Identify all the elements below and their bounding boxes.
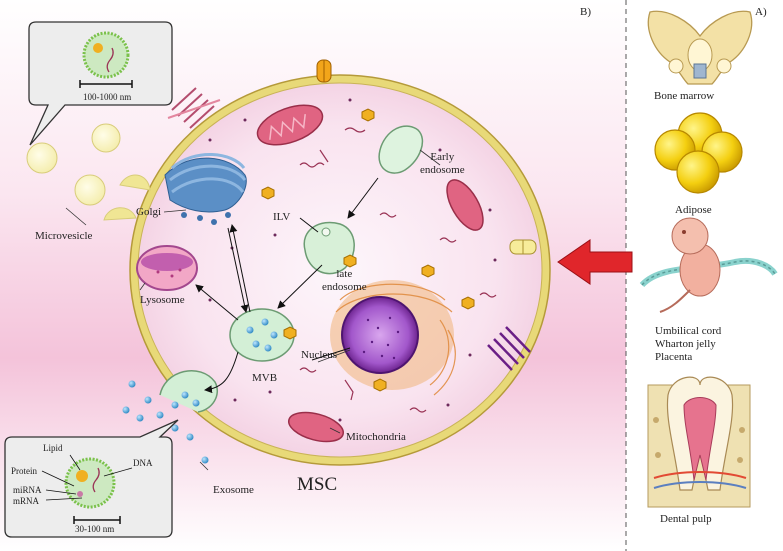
cytoplasm-dots bbox=[208, 98, 497, 422]
mitochondrion-top bbox=[256, 104, 324, 146]
microvesicle-scale-label: 100-1000 nm bbox=[83, 92, 132, 102]
exosome-mirna-label: miRNA bbox=[13, 485, 42, 495]
source-adipose-label: Adipose bbox=[675, 204, 712, 216]
source-dental-pulp-label: Dental pulp bbox=[660, 513, 712, 525]
umbilical-cord-icon bbox=[639, 217, 778, 313]
nucleus bbox=[330, 280, 456, 396]
exosome-label: Exosome bbox=[213, 484, 254, 496]
exocytosis-pocket bbox=[159, 369, 219, 413]
callout-microvesicle bbox=[28, 21, 173, 146]
exosome-scale-label: 30-100 nm bbox=[75, 524, 115, 534]
exosome-protein-label: Protein bbox=[11, 466, 37, 476]
callout-exosome bbox=[4, 419, 179, 538]
mitochondria-label: Mitochondria bbox=[346, 431, 406, 443]
bone-marrow-icon bbox=[647, 10, 753, 85]
exosome-lipid-label: Lipid bbox=[43, 443, 63, 453]
early-endosome bbox=[378, 125, 424, 174]
lysosome-label: Lysosome bbox=[140, 294, 185, 306]
microvesicle-label: Microvesicle bbox=[35, 230, 93, 242]
adipose-icon bbox=[654, 112, 743, 194]
lysosome bbox=[136, 245, 198, 291]
leader-lines bbox=[65, 149, 441, 471]
source-arrow bbox=[557, 239, 633, 285]
early-endosome-label: Early endosome bbox=[420, 151, 465, 176]
exosome-mrna-label: mRNA bbox=[13, 496, 40, 506]
mvb-label: MVB bbox=[252, 372, 278, 384]
dental-pulp-icon bbox=[647, 376, 751, 508]
cytoplasm-particles bbox=[261, 108, 475, 392]
source-bone-marrow-label: Bone marrow bbox=[654, 90, 715, 102]
receptor-right bbox=[487, 326, 531, 371]
panel-label-a: A) bbox=[755, 6, 767, 18]
channel-right bbox=[509, 239, 537, 255]
ilv-label: ILV bbox=[273, 211, 291, 223]
source-umbilical-label-1: Umbilical cord bbox=[655, 325, 722, 337]
channel-top bbox=[316, 59, 332, 83]
rna-strands bbox=[299, 127, 497, 413]
golgi-label: Golgi bbox=[136, 206, 162, 218]
released-exosomes bbox=[122, 380, 209, 464]
nucleus-label: Nucleus bbox=[301, 349, 338, 361]
source-umbilical-label-2: Wharton jelly bbox=[655, 338, 716, 350]
ilv-vesicle bbox=[321, 227, 331, 237]
cell-title: MSC bbox=[297, 474, 338, 495]
late-endosome-label: late endosome bbox=[322, 268, 367, 293]
panel-label-b: B) bbox=[580, 6, 591, 18]
receptor-top-left bbox=[167, 87, 221, 129]
source-umbilical-label-3: Placenta bbox=[655, 351, 693, 363]
golgi-apparatus bbox=[164, 153, 247, 225]
microvesicles bbox=[26, 123, 151, 221]
mitochondrion-bottom bbox=[287, 411, 345, 443]
mitochondrion-right-upper bbox=[446, 179, 484, 231]
pathway-arrows bbox=[195, 177, 379, 394]
exosome-dna-label: DNA bbox=[133, 458, 153, 468]
